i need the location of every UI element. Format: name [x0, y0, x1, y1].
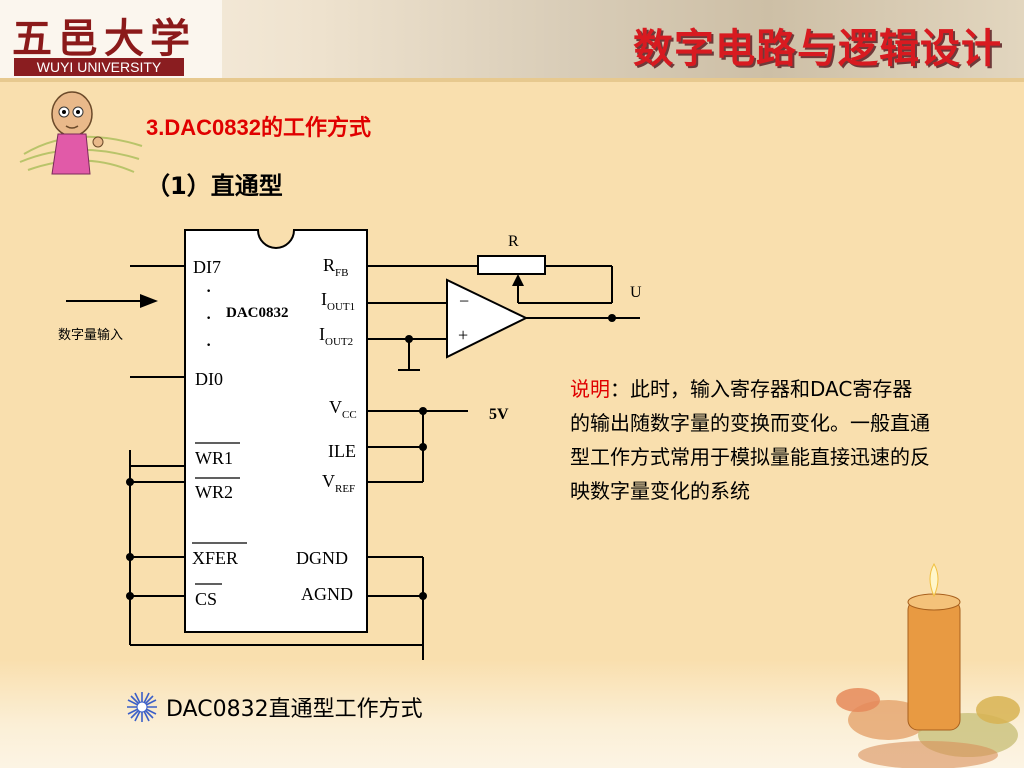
- candle-decoration-icon: [836, 562, 1020, 768]
- supply-label: 5V: [489, 406, 509, 423]
- junction-dot: [419, 443, 427, 451]
- subsection-title: （1）直通型: [146, 172, 283, 200]
- pin-iout1: IOUT1: [321, 289, 355, 313]
- pin-xfer: XFER: [192, 548, 238, 568]
- junction-dot: [126, 592, 134, 600]
- feedback-resistor: [477, 255, 546, 275]
- dot-2: ·: [205, 305, 212, 330]
- pin-cs: CS: [195, 589, 217, 609]
- chip-body: [184, 229, 368, 633]
- junction-dot: [405, 335, 413, 343]
- explanation-note: 说明：此时，输入寄存器和DAC寄存器的输出随数字量的变换而变化。一般直通型工作方…: [570, 372, 930, 508]
- junction-dot: [126, 478, 134, 486]
- pin-wr1: WR1: [195, 448, 233, 468]
- course-title: 数字电路与逻辑设计: [633, 26, 1002, 72]
- pin-di0: DI0: [195, 369, 223, 389]
- pin-ile: ILE: [328, 441, 356, 461]
- dot-1: ·: [205, 278, 212, 303]
- input-label: 数字量输入: [58, 327, 123, 343]
- junction-dot: [126, 553, 134, 561]
- section-title: 3.DAC0832的工作方式: [146, 115, 371, 140]
- resistor-wiper-arrow: [512, 274, 524, 286]
- note-label: 说明: [570, 377, 610, 401]
- starburst-bullet-icon: [127, 692, 157, 722]
- junction-dot: [419, 592, 427, 600]
- caption-row: DAC0832直通型工作方式: [126, 690, 423, 724]
- chip-name: DAC0832: [226, 305, 289, 321]
- pin-di7: DI7: [193, 257, 221, 277]
- pin-wr2: WR2: [195, 482, 233, 502]
- cartoon-professor-icon: [19, 91, 143, 175]
- pin-vcc: VCC: [329, 397, 357, 421]
- junction-dot: [608, 314, 616, 322]
- output-label: U: [630, 284, 642, 301]
- header-divider: [0, 78, 1024, 82]
- figure-caption: DAC0832直通型工作方式: [166, 697, 423, 722]
- note-text: ：此时，输入寄存器和DAC寄存器的输出随数字量的变换而变化。一般直通型工作方式常…: [570, 377, 930, 503]
- pin-iout2: IOUT2: [319, 324, 353, 348]
- pin-vref: VREF: [322, 471, 355, 495]
- logo-english-name: WUYI UNIVERSITY: [14, 58, 184, 76]
- junction-dot: [419, 407, 427, 415]
- input-arrow-head: [140, 294, 158, 308]
- dot-3: ·: [205, 332, 212, 357]
- resistor-label: R: [508, 233, 519, 250]
- pin-rfb: RFB: [323, 255, 348, 279]
- pin-dgnd: DGND: [296, 548, 348, 568]
- opamp-minus-label: −: [459, 291, 469, 311]
- opamp-plus-label: +: [458, 325, 468, 345]
- opamp-triangle: [446, 278, 529, 359]
- university-logo: 五邑大学 WUYI UNIVERSITY: [0, 0, 222, 78]
- logo-chinese-name: 五邑大学: [12, 15, 196, 62]
- pin-agnd: AGND: [301, 584, 353, 604]
